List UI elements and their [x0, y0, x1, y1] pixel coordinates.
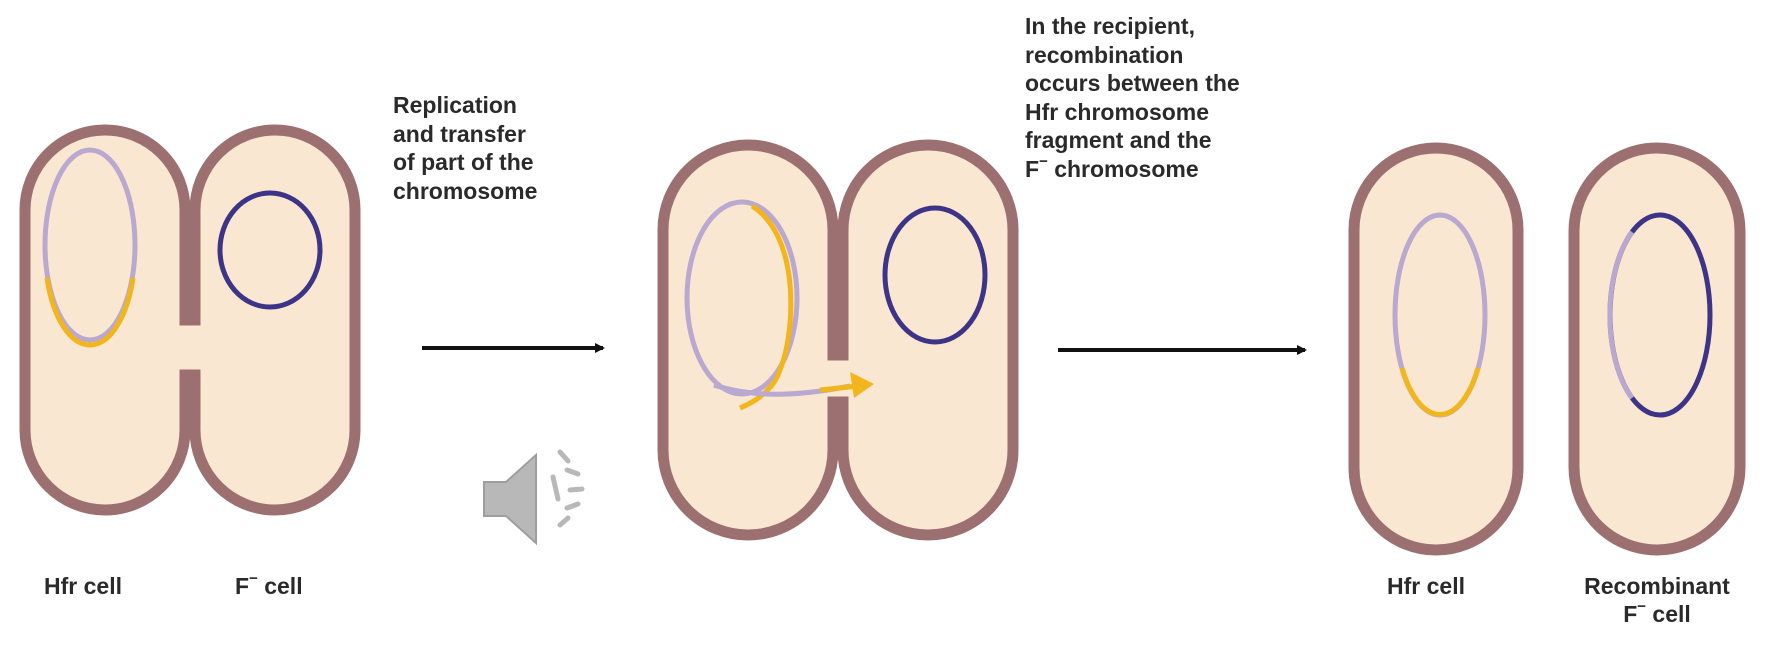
stage3-hfr-cell — [1354, 148, 1518, 550]
stage2-cell-pair — [663, 145, 1013, 535]
step1-line: and transfer — [393, 120, 537, 149]
step2-line-f-minus: F− chromosome — [1025, 155, 1240, 184]
speaker-icon[interactable] — [484, 452, 582, 543]
hfr-cell-membrane — [1354, 148, 1518, 550]
step2-line: occurs between the — [1025, 69, 1240, 98]
recombinant-cell-membrane — [1574, 148, 1740, 550]
stage1-cell-pair — [25, 130, 355, 510]
stage1-f-minus-label: F− cell — [235, 572, 303, 600]
stage3-hfr-label: Hfr cell — [1387, 572, 1465, 600]
stage1-membrane — [25, 130, 355, 510]
step2-line: fragment and the — [1025, 126, 1240, 155]
stage2-membrane — [663, 145, 1013, 535]
recombinant-label-line: Recombinant — [1557, 572, 1757, 600]
recombinant-label-f-minus: F− cell — [1557, 600, 1757, 628]
step1-description: Replication and transfer of part of the … — [393, 91, 537, 205]
stage3-recombinant-cell — [1574, 148, 1740, 550]
stage3-recombinant-label: Recombinant F− cell — [1557, 572, 1757, 628]
stage1-hfr-label: Hfr cell — [44, 572, 122, 600]
step2-description: In the recipient, recombination occurs b… — [1025, 12, 1240, 183]
step1-line: Replication — [393, 91, 537, 120]
step2-line: Hfr chromosome — [1025, 98, 1240, 127]
step1-line: of part of the — [393, 148, 537, 177]
step2-line: recombination — [1025, 41, 1240, 70]
step2-line: In the recipient, — [1025, 12, 1240, 41]
step1-line: chromosome — [393, 177, 537, 206]
